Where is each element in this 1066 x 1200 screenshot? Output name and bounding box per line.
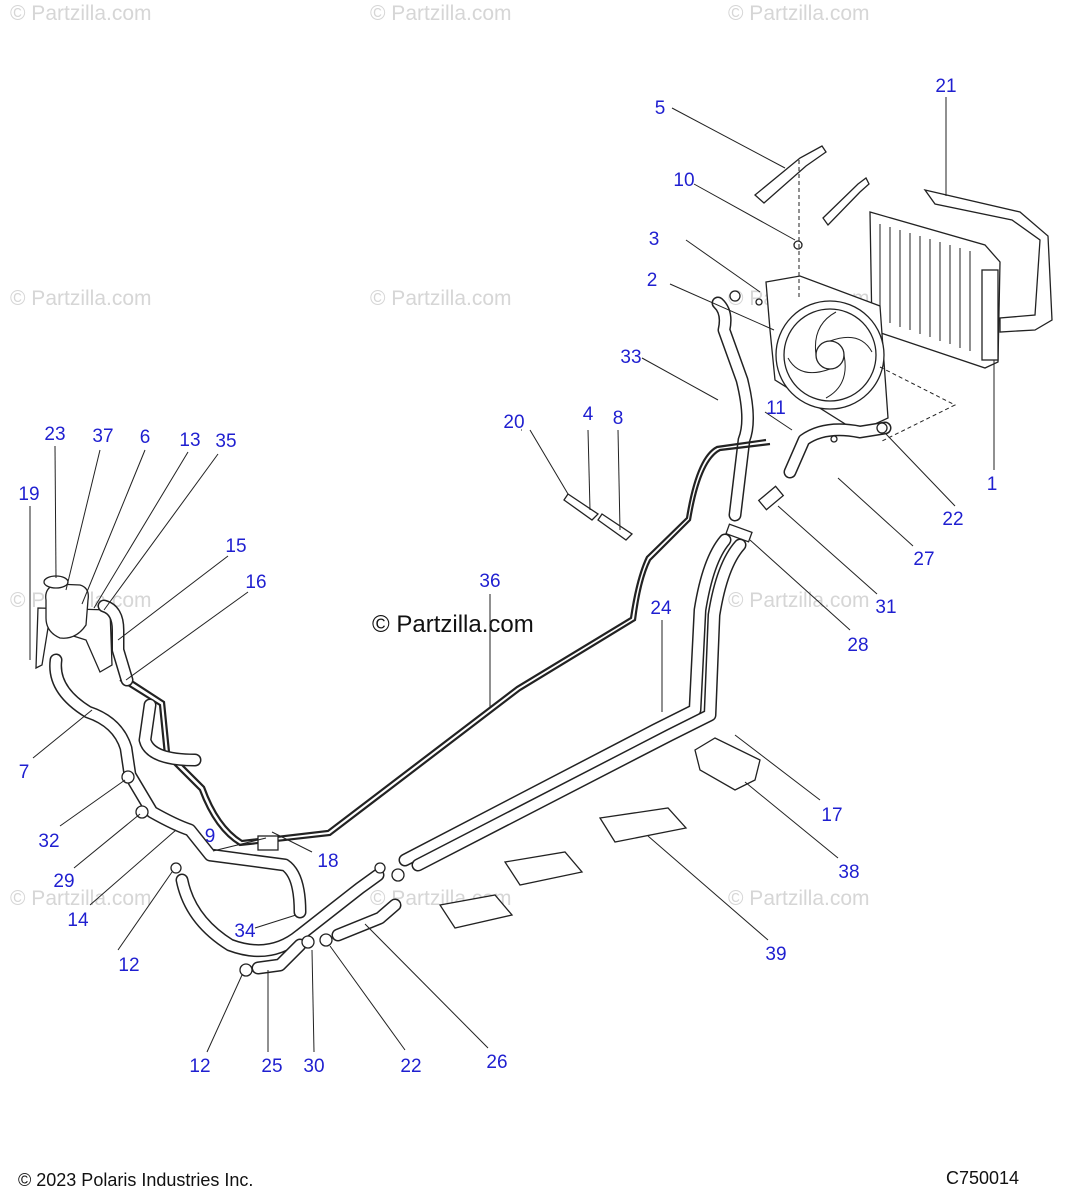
watermark: © Partzilla.com [370,287,512,310]
mount-bracket [753,145,827,204]
radiator-shroud-frame [923,188,1053,333]
reservoir-tank [45,583,89,639]
watermark: © Partzilla.com [728,589,870,612]
callout-6: 6 [140,427,151,448]
callout-31: 31 [875,597,896,618]
callout-23: 23 [44,424,65,445]
callout-2: 2 [647,270,658,291]
diagram-code: C750014 [946,1168,1020,1188]
callout-26: 26 [486,1052,507,1073]
copyright-text: © 2023 Polaris Industries Inc. [18,1170,254,1190]
callout-22a: 22 [942,509,963,530]
hose-clips [438,493,761,929]
clip-8 [597,513,634,541]
clamp-22b [319,933,333,947]
callout-30: 30 [303,1056,324,1077]
callout-33: 33 [620,347,641,368]
center-watermark: © Partzilla.com [372,611,534,638]
radiator-fins [879,224,971,351]
watermark: © Partzilla.com [10,287,152,310]
callout-1: 1 [987,474,998,495]
fan-blades [787,311,873,399]
callout-9: 9 [205,826,216,847]
clamp-12 [170,862,182,874]
clamp-26 [391,868,405,882]
callout-11: 11 [766,398,786,419]
callout-16: 16 [245,572,266,593]
callout-10: 10 [673,170,694,191]
hose-34 [175,868,385,958]
callout-20: 20 [503,412,524,433]
lower-hoses [239,862,405,977]
assembly-guide [879,366,957,443]
callout-25: 25 [261,1056,282,1077]
clamp-22 [876,422,888,434]
callout-3: 3 [649,229,660,250]
clamp-12b [239,963,253,977]
watermark: © Partzilla.com [10,887,152,910]
clip-block [503,851,584,886]
clip-block [438,894,514,929]
callout-27: 27 [913,549,934,570]
watermark: © Partzilla.com [10,2,152,25]
fitting-31 [757,485,785,511]
tube-24 [398,533,732,867]
callout-19: 19 [18,484,39,505]
reservoir-assembly [35,575,385,958]
leader-lines [29,97,995,1053]
watermark: © Partzilla.com [728,2,870,25]
callout-4: 4 [583,404,594,425]
watermark: © Partzilla.com [370,2,512,25]
clamp-28 [725,523,753,543]
clamp-33 [729,290,741,302]
callout-38: 38 [838,862,859,883]
clip-block-39 [598,807,688,843]
grommet [793,240,803,250]
clip-block-38 [694,737,761,791]
fan-hub [815,340,845,370]
callout-35: 35 [215,431,236,452]
fitting-30 [301,935,315,949]
bolt [755,298,763,306]
callout-36: 36 [479,571,500,592]
watermark: © Partzilla.com [728,887,870,910]
callout-37: 37 [92,426,113,447]
tube-36 [119,442,771,847]
junction-9 [257,835,279,851]
coolant-tubes [119,438,771,872]
callout-21: 21 [935,76,956,97]
callout-8: 8 [613,408,624,429]
callout-12b: 12 [189,1056,210,1077]
clamp-34 [374,862,386,874]
callout-39: 39 [765,944,786,965]
callout-labels: 1 2 3 4 5 6 7 8 9 10 11 12 12 13 14 15 1… [18,76,997,1077]
callout-29: 29 [53,871,74,892]
callout-22b: 22 [400,1056,421,1077]
radiator-assembly [753,145,1053,443]
callout-34: 34 [234,921,256,942]
radiator-side-tank [981,269,999,361]
callout-32: 32 [38,831,59,852]
callout-14: 14 [67,910,89,931]
callout-5: 5 [655,98,666,119]
callout-12a: 12 [118,955,139,976]
callout-17: 17 [821,805,842,826]
radiator-hoses [711,290,892,543]
mount-bracket-right [822,177,870,227]
callout-7: 7 [19,762,30,783]
callout-15: 15 [225,536,246,557]
bolt [830,435,838,443]
callout-24: 24 [650,598,672,619]
callout-18: 18 [317,851,338,872]
callout-28: 28 [847,635,868,656]
clip-4 [563,493,600,521]
callout-13: 13 [179,430,200,451]
hose-7 [49,653,307,919]
